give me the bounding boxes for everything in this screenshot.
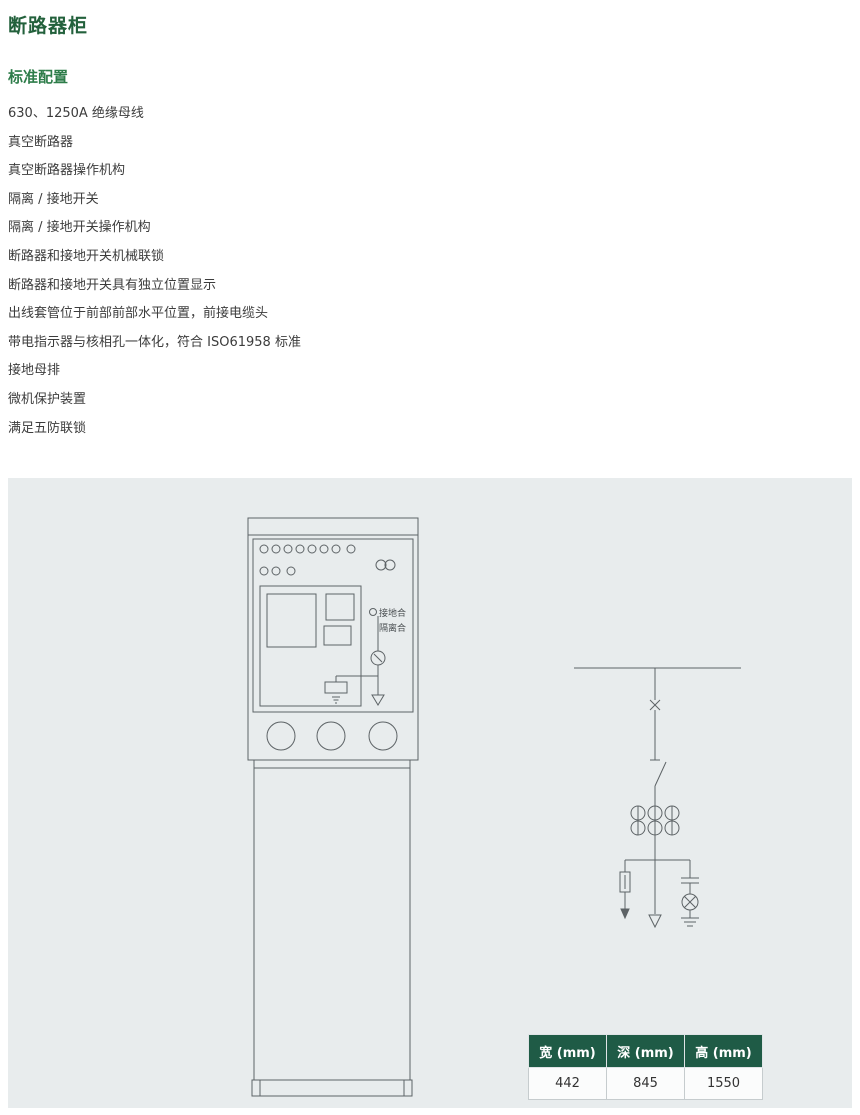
relay-display-area (259, 585, 362, 707)
dimensions-header-row: 宽 (mm) 深 (mm) 高 (mm) (528, 1034, 763, 1068)
feature-item: 断路器和接地开关机械联锁 (8, 248, 165, 264)
dim-header-depth: 深 (mm) (606, 1034, 685, 1068)
dim-value-width: 442 (528, 1067, 607, 1100)
feature-list: 630、1250A 绝缘母线 真空断路器 真空断路器操作机构 隔离 / 接地开关… (8, 100, 301, 443)
operation-labels: 接地合 隔离合 (369, 607, 406, 634)
dim-header-width: 宽 (mm) (528, 1034, 607, 1068)
indicator-lights (259, 544, 396, 576)
feature-item: 630、1250A 绝缘母线 (8, 106, 144, 121)
drawing-panel: 接地合 隔离合 (8, 478, 852, 1108)
busbar-line (574, 667, 741, 700)
dim-value-height: 1550 (684, 1067, 763, 1100)
disconnector-symbol (650, 759, 667, 806)
feature-item: 真空断路器操作机构 (8, 163, 126, 179)
page-title: 断路器柜 (8, 15, 89, 37)
single-line-diagram (574, 667, 741, 929)
operation-knob (370, 616, 386, 706)
feature-item: 真空断路器 (8, 134, 74, 150)
protection-display (266, 593, 317, 648)
dim-header-height: 高 (mm) (684, 1034, 763, 1068)
dimensions-value-row: 442 845 1550 (528, 1067, 763, 1100)
feature-item: 带电指示器与核相孔一体化，符合 ISO61958 标准 (8, 334, 301, 350)
feature-item: 微机保护装置 (8, 391, 87, 407)
cable-termination (648, 860, 662, 929)
feature-item: 出线套管位于前部前部水平位置，前接电缆头 (8, 306, 269, 322)
feature-item: 隔离 / 接地开关 (8, 191, 99, 207)
section-subtitle: 标准配置 (8, 68, 69, 86)
feature-item: 接地母排 (8, 363, 61, 379)
earthing-terminal (324, 675, 378, 704)
feature-item: 断路器和接地开关具有独立位置显示 (8, 277, 217, 293)
cable-covers (266, 721, 398, 751)
ground-close-label: 接地合 (379, 607, 406, 619)
cabinet-base (251, 1079, 413, 1097)
cabinet-body (251, 759, 413, 1097)
feature-item: 隔离 / 接地开关操作机构 (8, 220, 151, 236)
cabinet-front-drawing: 接地合 隔离合 (247, 517, 419, 1097)
fuse-branch (619, 860, 631, 920)
feature-item: 满足五防联锁 (8, 420, 87, 436)
dimensions-table: 宽 (mm) 深 (mm) 高 (mm) 442 845 1550 (528, 1034, 763, 1100)
isolate-close-label: 隔离合 (379, 622, 406, 634)
ground-position-indicator (369, 608, 377, 616)
dim-value-depth: 845 (606, 1067, 685, 1100)
breaker-symbol (649, 699, 661, 760)
current-transformers (630, 805, 680, 860)
voltage-indicator-branch (681, 860, 699, 927)
